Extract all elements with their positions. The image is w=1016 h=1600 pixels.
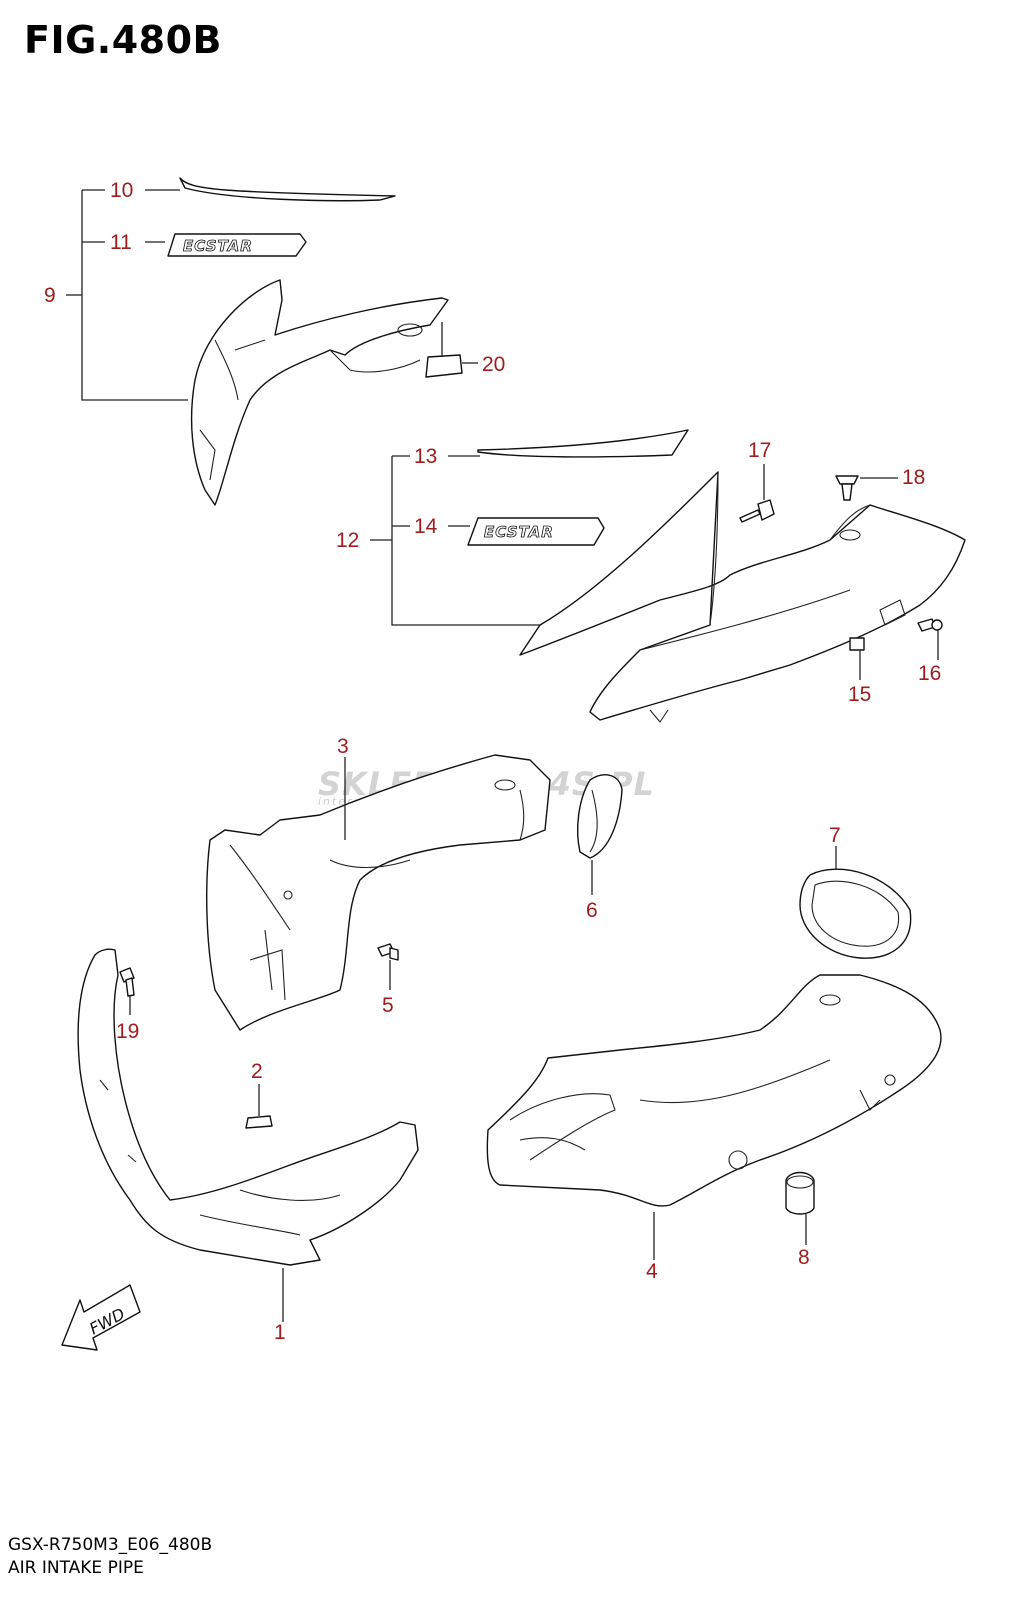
callout-7: 7: [829, 824, 841, 847]
part-1-lower-cover: [77, 948, 419, 1266]
callout-4: 4: [646, 1260, 658, 1283]
part-15-grommet: [849, 637, 865, 651]
part-14-ecstar-decal: ECSTAR: [467, 517, 605, 546]
part-16-clip: [917, 618, 943, 632]
part-6-seal: [577, 774, 623, 859]
part-18-clip: [835, 475, 859, 501]
callout-8: 8: [798, 1246, 810, 1269]
part-10-stripe-decal: [179, 177, 396, 202]
callout-9: 9: [44, 284, 56, 307]
part-4-air-intake-duct: [486, 974, 942, 1207]
section-name: AIR INTAKE PIPE: [8, 1558, 144, 1578]
figure-title: FIG.480B: [24, 18, 223, 62]
part-13-stripe-decal: [477, 429, 689, 458]
callout-1: 1: [274, 1321, 286, 1344]
part-17-screw: [739, 499, 775, 523]
callout-5: 5: [382, 994, 394, 1017]
part-3-air-intake-duct: [206, 754, 551, 1031]
part-12-side-cover: [519, 471, 966, 723]
part-20-small-pad: [425, 354, 463, 378]
callout-11: 11: [110, 231, 132, 254]
callout-labels: 1 2 3 4 5 6 7 8 9 10 11 12 13 14 15 16 1…: [44, 179, 941, 1344]
part-11-ecstar-decal: ECSTAR: [167, 233, 307, 257]
callout-14: 14: [414, 515, 438, 538]
callout-19: 19: [116, 1020, 139, 1043]
callout-20: 20: [482, 353, 505, 376]
part-7-seal-ring: [799, 868, 912, 959]
callout-17: 17: [748, 439, 771, 462]
part-19-screw: [119, 967, 135, 997]
part-9-side-cover: [190, 279, 449, 506]
callout-6: 6: [586, 899, 598, 922]
svg-text:ECSTAR: ECSTAR: [484, 523, 554, 541]
callout-10: 10: [110, 179, 133, 202]
callout-16: 16: [918, 662, 941, 685]
callout-13: 13: [414, 445, 437, 468]
fwd-arrow-icon: FWD: [61, 1284, 141, 1351]
callout-18: 18: [902, 466, 925, 489]
callout-3: 3: [337, 735, 349, 758]
callout-12: 12: [336, 529, 359, 552]
model-code: GSX-R750M3_E06_480B: [8, 1535, 213, 1555]
part-5-clip: [377, 943, 399, 961]
callout-2: 2: [251, 1060, 263, 1083]
part-8-grommet: [785, 1171, 815, 1215]
svg-text:ECSTAR: ECSTAR: [183, 237, 253, 255]
part-2-small-pad: [245, 1115, 273, 1129]
callout-15: 15: [848, 683, 871, 706]
